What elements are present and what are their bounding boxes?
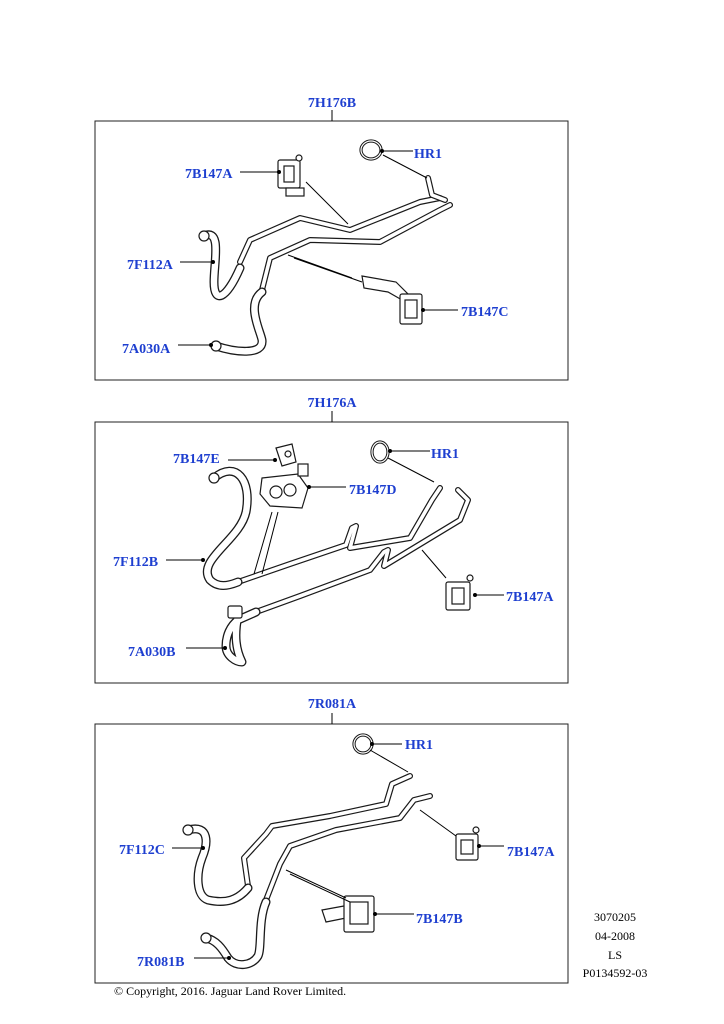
part-label-7f112a[interactable]: 7F112A [127, 258, 174, 273]
part-label-hr1[interactable]: HR1 [431, 447, 459, 462]
bracket-7b147b-shape [321, 895, 375, 933]
drawing-initials: LS [608, 948, 622, 962]
drawing-reference: P0134592-03 [583, 966, 648, 980]
cooler-pipes [237, 175, 453, 293]
part-label-7b147e[interactable]: 7B147E [173, 452, 220, 467]
assembly-group-7h176a: 7H176A [94, 396, 569, 684]
leader-lines [166, 449, 504, 650]
part-label-7b147c[interactable]: 7B147C [461, 305, 508, 320]
cooler-pipes [235, 485, 471, 615]
part-label-7r081b[interactable]: 7R081B [137, 955, 184, 970]
leader-lines [178, 149, 458, 347]
hose-7f112a-shape [198, 230, 245, 301]
hose-7a030b-shape [221, 605, 261, 667]
block-7b147d-shape [259, 463, 309, 509]
cooler-pipes [241, 773, 433, 903]
part-label-7a030a[interactable]: 7A030A [122, 342, 171, 357]
clip-7b147a-shape [277, 154, 305, 197]
drawing-metadata: 3070205 04-2008 LS P0134592-03 [583, 910, 648, 980]
part-label-7b147a[interactable]: 7B147A [507, 845, 555, 860]
drawing-code: 3070205 [594, 910, 636, 924]
assembly-label[interactable]: 7H176B [308, 96, 356, 111]
part-label-7b147d[interactable]: 7B147D [349, 483, 396, 498]
assembly-group-7h176b: 7H176B [94, 96, 569, 381]
part-label-7a030b[interactable]: 7A030B [128, 645, 175, 660]
hose-7f112b-shape [203, 466, 252, 590]
hose-7a030a-shape [210, 287, 267, 356]
part-label-7b147a[interactable]: 7B147A [506, 590, 554, 605]
bracket-7b147c-shape [361, 275, 423, 325]
hose-7f112c-shape [182, 824, 253, 906]
assembly-label[interactable]: 7H176A [308, 396, 358, 411]
part-label-hr1[interactable]: HR1 [405, 738, 433, 753]
hose-7r081b-shape [200, 897, 271, 969]
part-label-7f112c[interactable]: 7F112C [119, 843, 165, 858]
o-ring-seal [352, 733, 374, 755]
part-label-7b147a[interactable]: 7B147A [185, 167, 233, 182]
clip-7b147e-shape [275, 443, 297, 467]
leader-lines [172, 742, 504, 960]
clip-7b147a-shape [445, 574, 474, 611]
o-ring-seal [370, 440, 390, 464]
assembly-group-7r081a: 7R081A [94, 697, 569, 984]
drawing-date: 04-2008 [595, 929, 635, 943]
assembly-label[interactable]: 7R081A [308, 697, 357, 712]
copyright-notice: © Copyright, 2016. Jaguar Land Rover Lim… [114, 984, 346, 998]
clip-7b147a-shape [455, 826, 480, 861]
part-label-7f112b[interactable]: 7F112B [113, 555, 158, 570]
part-label-7b147b[interactable]: 7B147B [416, 912, 463, 927]
o-ring-seal [359, 139, 383, 161]
assembly-frame [94, 723, 569, 984]
part-label-hr1[interactable]: HR1 [414, 147, 442, 162]
